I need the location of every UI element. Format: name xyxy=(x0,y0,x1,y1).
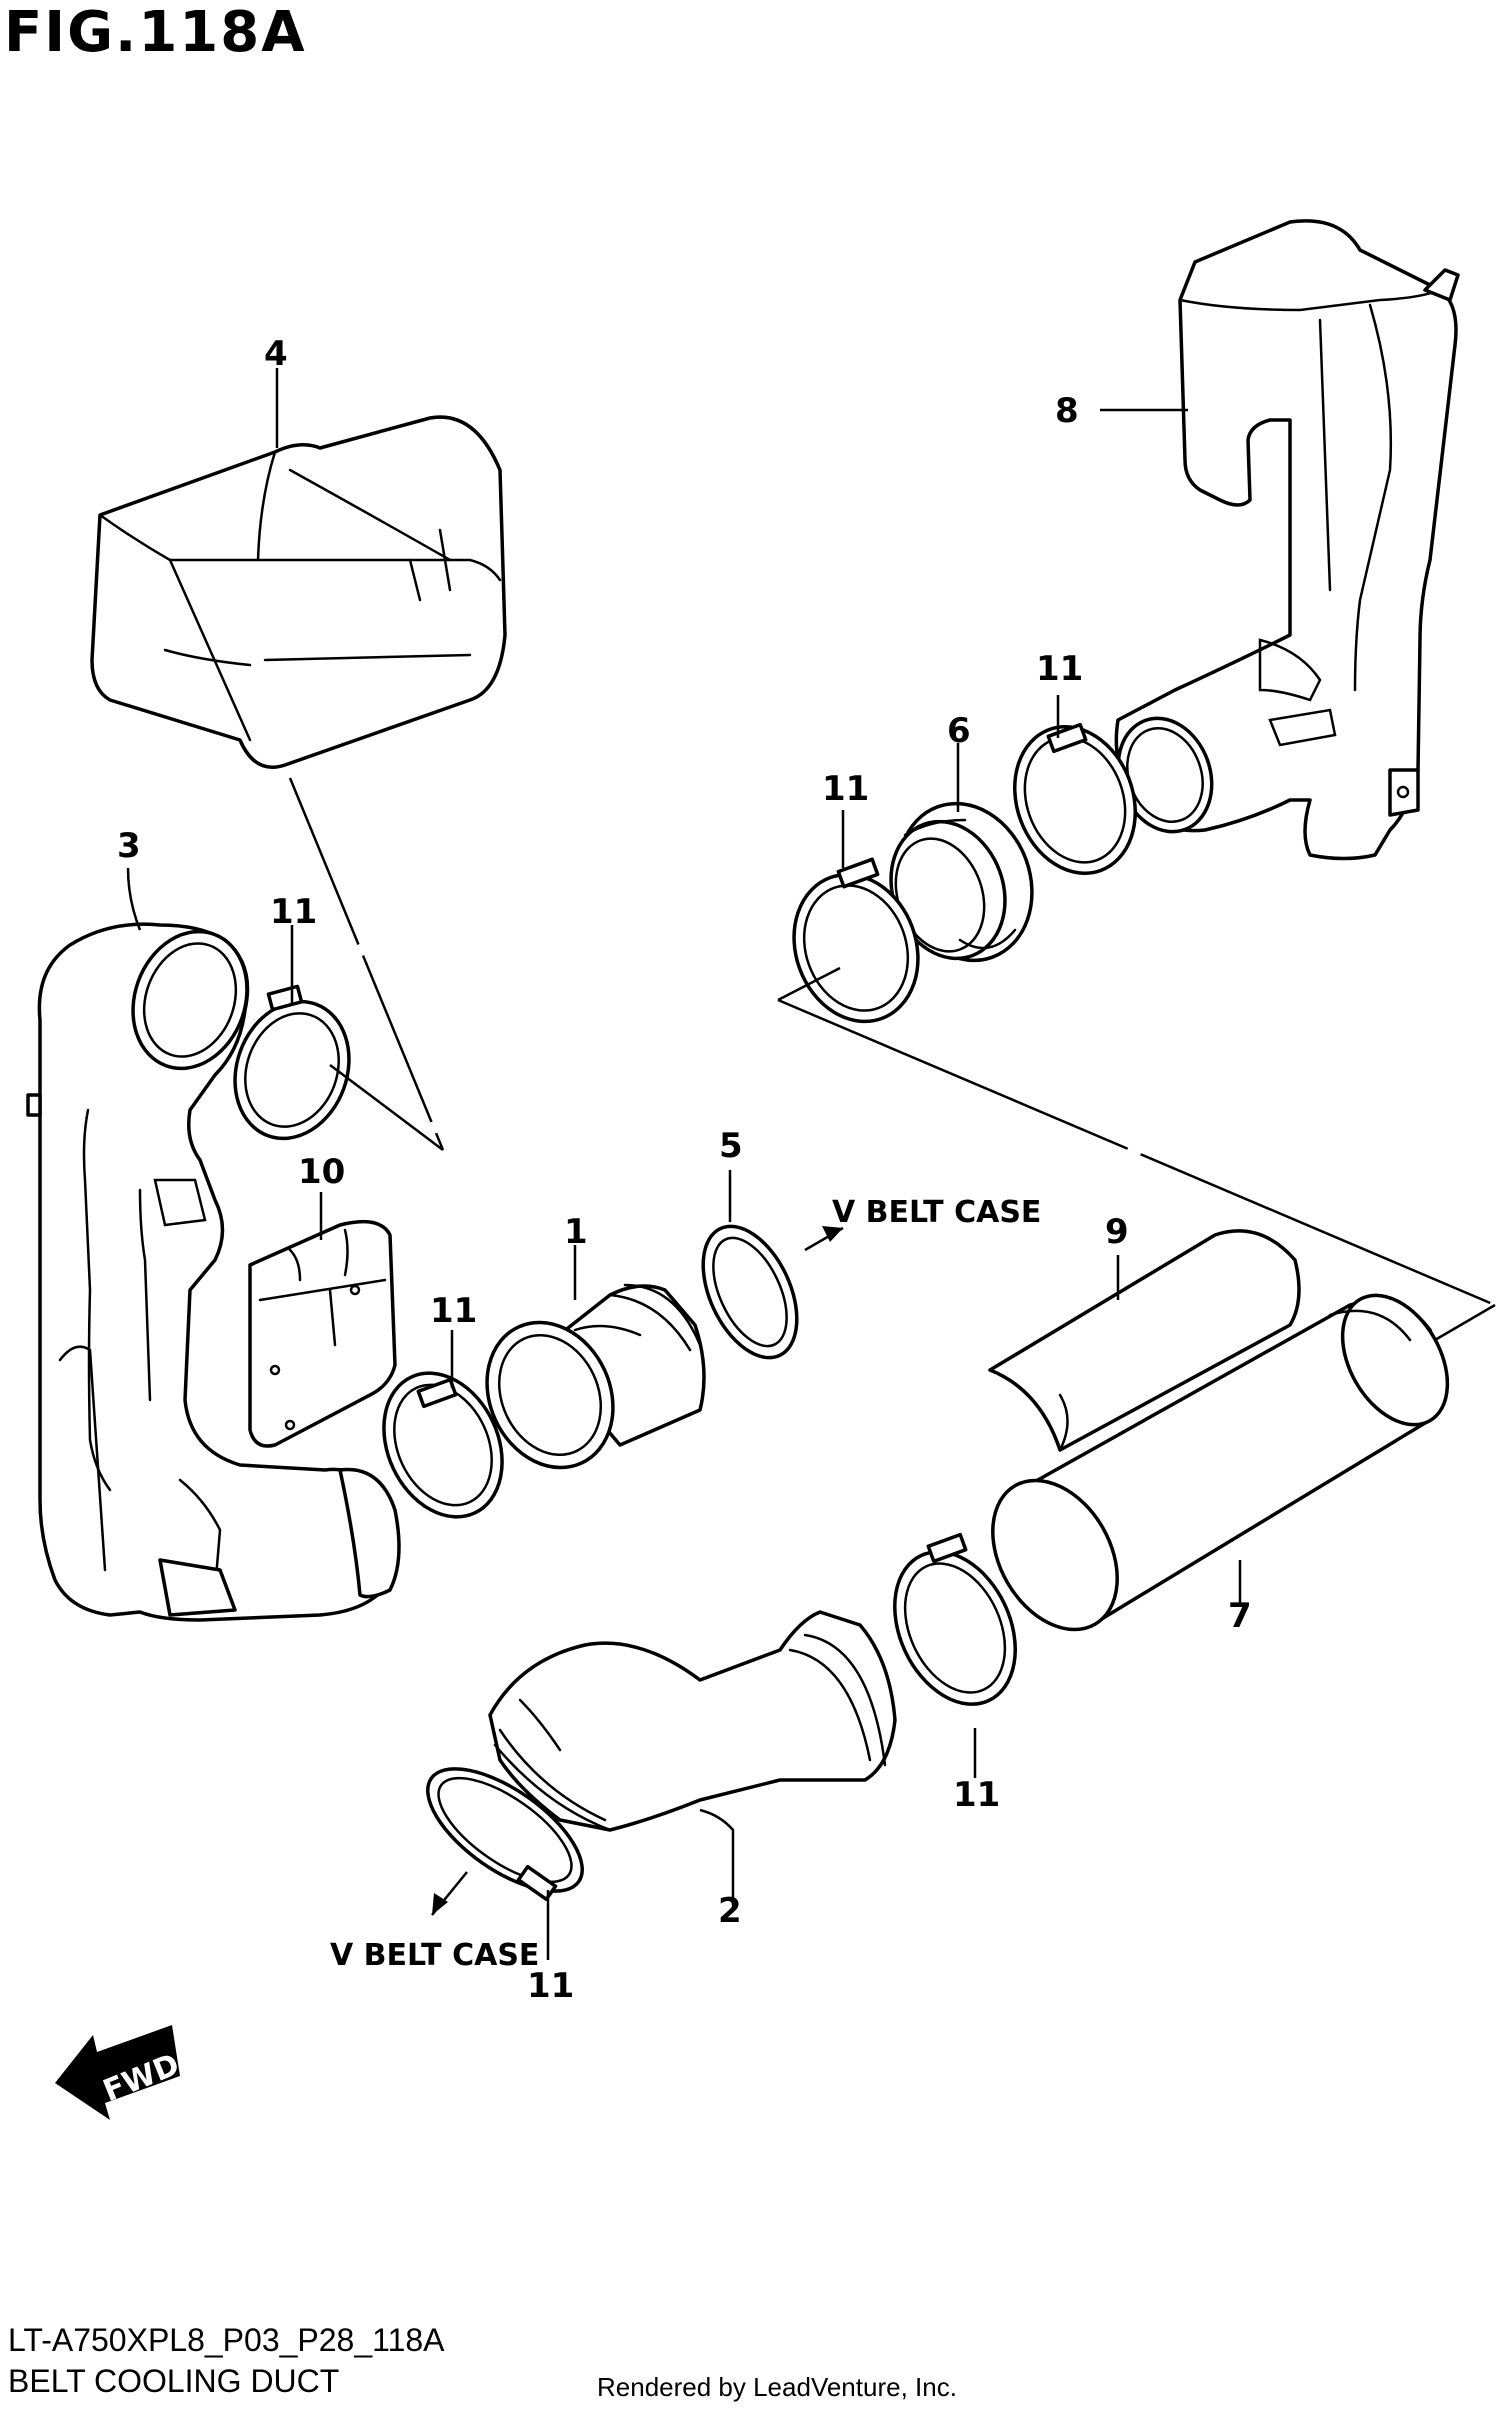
part-3-duct[interactable] xyxy=(26,915,401,1622)
callout-1: 1 xyxy=(564,1212,588,1252)
callout-2: 2 xyxy=(718,1891,742,1931)
part-11-clamp-e[interactable] xyxy=(871,1532,1038,1723)
part-4-cover[interactable] xyxy=(90,415,507,769)
leader-lines xyxy=(126,368,1496,1960)
figure-title: FIG.118A xyxy=(4,0,307,65)
part-11-clamp-d[interactable] xyxy=(995,710,1155,891)
callout-11-e: 11 xyxy=(953,1775,1000,1815)
arrow-to-vbelt-upper xyxy=(804,1226,844,1252)
callouts: 4 8 3 11 10 1 5 11 9 6 11 11 7 11 2 11 xyxy=(117,334,1252,2006)
figure-code: LT-A750XPL8_P03_P28_118A xyxy=(8,2322,445,2358)
vbelt-case-label-lower: V BELT CASE xyxy=(330,1938,539,1973)
part-2-lower-hose[interactable] xyxy=(488,1610,897,1832)
callout-7: 7 xyxy=(1228,1596,1252,1636)
render-credit: Rendered by LeadVenture, Inc. xyxy=(597,2372,957,2402)
part-8-upper-duct[interactable] xyxy=(1103,219,1460,861)
callout-6: 6 xyxy=(947,711,971,751)
part-11-clamp-c[interactable] xyxy=(774,857,938,1039)
part-11-clamp-f[interactable] xyxy=(408,1746,601,1915)
part-10-plate[interactable] xyxy=(248,1219,397,1448)
callout-11-b: 11 xyxy=(430,1291,477,1331)
part-5-seal[interactable] xyxy=(684,1212,816,1373)
fwd-arrow: FWD xyxy=(55,2025,184,2120)
callout-8: 8 xyxy=(1055,391,1079,431)
part-1-center-hose[interactable] xyxy=(464,1283,706,1488)
callout-11-c: 11 xyxy=(822,769,869,809)
vbelt-case-label-upper: V BELT CASE xyxy=(832,1195,1041,1230)
callout-10: 10 xyxy=(298,1152,345,1192)
arrow-to-vbelt-lower xyxy=(431,1871,468,1916)
callout-4: 4 xyxy=(264,334,288,374)
callout-5: 5 xyxy=(719,1126,743,1166)
figure-name: BELT COOLING DUCT xyxy=(8,2363,340,2399)
part-7-long-tube[interactable] xyxy=(967,1277,1469,1652)
callout-11-a: 11 xyxy=(270,892,317,932)
part-11-clamp-a[interactable] xyxy=(216,984,367,1154)
part-6-short-hose[interactable] xyxy=(872,785,1053,980)
callout-3: 3 xyxy=(117,826,141,866)
callout-9: 9 xyxy=(1105,1212,1129,1252)
part-9-half-shell[interactable] xyxy=(988,1229,1301,1452)
callout-11-f: 11 xyxy=(527,1966,574,2006)
callout-11-d: 11 xyxy=(1036,649,1083,689)
